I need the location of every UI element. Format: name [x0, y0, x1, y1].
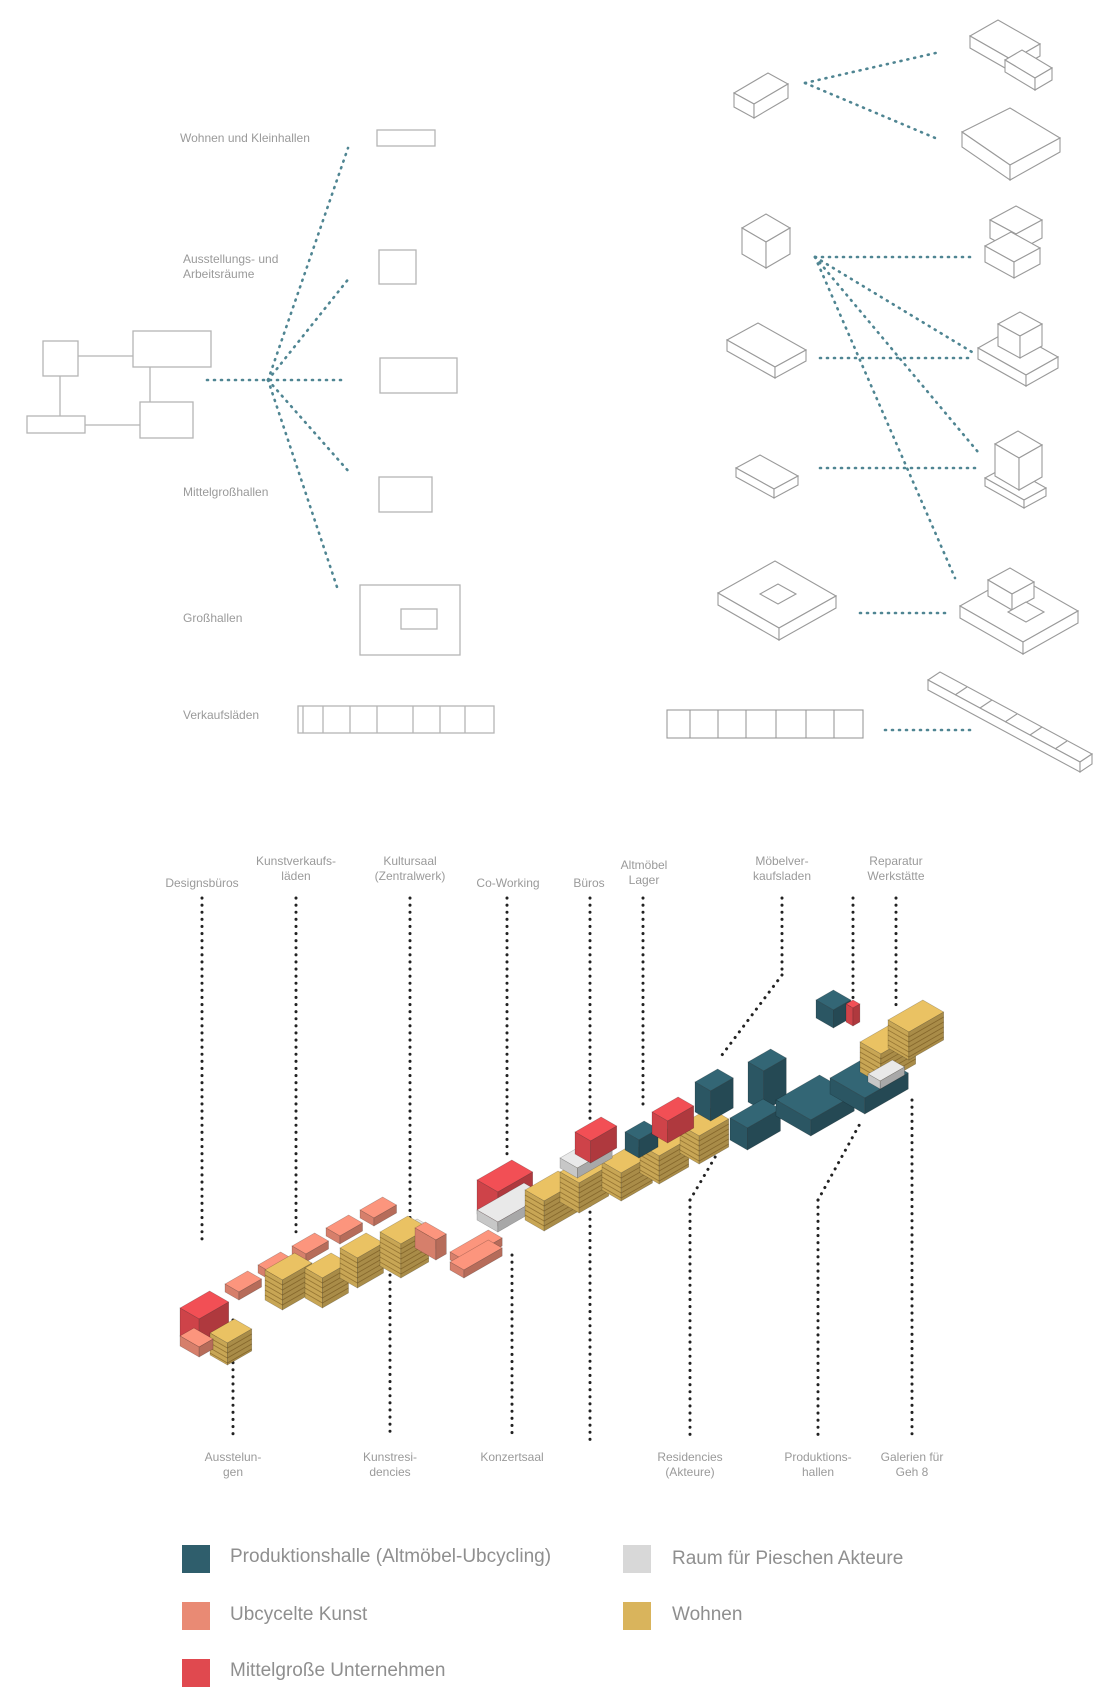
typology-gross-outline — [360, 585, 460, 655]
typology-tree-2d — [27, 130, 494, 733]
label-produktionshallen: Produktions- hallen — [784, 1450, 851, 1480]
legend-item-raum: Raum für Pieschen Akteure — [672, 1548, 903, 1570]
iso-stacked-cubes — [985, 206, 1042, 278]
iso-source-cube — [742, 214, 790, 268]
iso-shop-row — [928, 672, 1092, 772]
legend-item-produktion: Produktionshalle (Altmöbel-Ubcycling) — [230, 1546, 551, 1568]
legend-swatch-raum — [623, 1545, 651, 1573]
legend-item-kunst: Ubcycelte Kunst — [230, 1604, 367, 1626]
label-kunstresidencies: Kunstresi- dencies — [363, 1450, 417, 1480]
label-kunstverkauf: Kunstverkaufs- läden — [256, 854, 336, 884]
label-coworking: Co-Working — [476, 876, 539, 891]
iso-source-bar — [734, 73, 788, 118]
iso-tree-connectors — [805, 52, 978, 730]
program-isometric-blocks — [180, 990, 944, 1365]
source-plan-outline — [27, 331, 211, 438]
label-kultursaal: Kultursaal (Zentralwerk) — [375, 854, 446, 884]
legend-swatch-produktion — [182, 1545, 210, 1573]
legend-item-wohnen: Wohnen — [672, 1604, 742, 1626]
label-altmoebel-lager: Altmöbel Lager — [621, 858, 668, 888]
legend-text-wohnen: Wohnen — [672, 1604, 742, 1626]
label-residencies-akteure: Residencies (Akteure) — [657, 1450, 722, 1480]
legend-swatch-wohnen — [623, 1602, 651, 1630]
label-galerien: Galerien für Geh 8 — [881, 1450, 944, 1480]
label-bueros: Büros — [573, 876, 604, 891]
typology-ausstellung-outline — [379, 250, 416, 284]
label-reparatur: Reparatur Werkstätte — [867, 854, 924, 884]
typology-tree-3d — [667, 20, 1092, 772]
label-moebelverkauf: Möbelver- kaufsladen — [753, 854, 811, 884]
legend-text-kunst: Ubcycelte Kunst — [230, 1604, 367, 1626]
iso-small-slab — [736, 455, 798, 498]
typology-arbeit-outline — [380, 358, 457, 393]
iso-large-slab-block — [960, 568, 1078, 654]
label-grosshallen: Großhallen — [183, 611, 242, 626]
iso-courtyard-block-1 — [970, 20, 1052, 90]
label-mittelgrosshallen: Mittelgroßhallen — [183, 485, 268, 500]
label-konzertsaal: Konzertsaal — [480, 1450, 543, 1465]
label-wohnen-kleinhallen: Wohnen und Kleinhallen — [180, 131, 310, 146]
legend-text-mittel: Mittelgroße Unternehmen — [230, 1660, 445, 1682]
iso-tower-on-slab — [985, 431, 1046, 508]
iso-triangular-block — [962, 108, 1060, 180]
iso-slab-with-tower — [978, 312, 1058, 386]
iso-flat-slab — [727, 323, 806, 378]
label-ausstellungen: Ausstelun- gen — [205, 1450, 262, 1480]
typology-gross-inner-outline — [401, 609, 437, 629]
legend-text-produktion: Produktionshalle (Altmöbel-Ubcycling) — [230, 1546, 551, 1568]
typology-wohnen-outline — [377, 130, 435, 146]
label-verkaufslaeden: Verkaufsläden — [183, 708, 259, 723]
label-designbueros: Designsbüros — [165, 876, 238, 891]
typology-tree-connectors — [207, 148, 350, 587]
iso-large-slab-courtyard — [718, 561, 836, 640]
legend-item-mittel: Mittelgroße Unternehmen — [230, 1660, 445, 1682]
legend-swatch-mittel — [182, 1659, 210, 1687]
label-ausstellung-arbeit: Ausstellungs- und Arbeitsräume — [183, 252, 278, 282]
legend-swatch-kunst — [182, 1602, 210, 1630]
block-red-reparatur-left — [846, 1004, 853, 1026]
typology-mittel-outline — [379, 477, 432, 512]
block-red-reparatur-right — [853, 1004, 860, 1026]
typology-verkauf-outline — [298, 706, 494, 733]
legend-text-raum: Raum für Pieschen Akteure — [672, 1548, 903, 1570]
iso-shop-row-plan — [667, 710, 863, 738]
